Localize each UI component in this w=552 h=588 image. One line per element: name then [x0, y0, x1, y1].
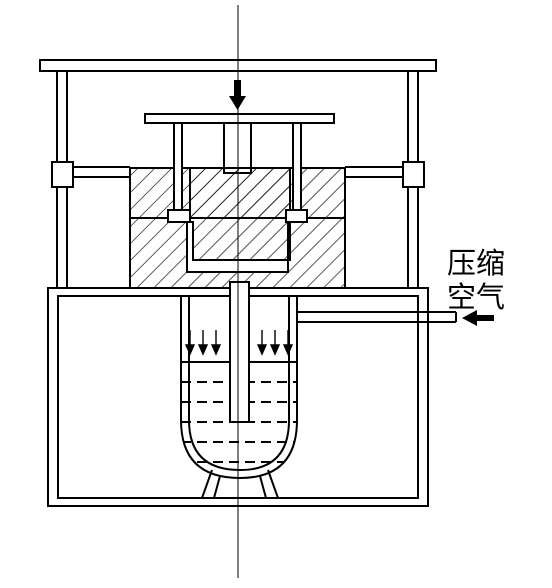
- casting-step-right: [285, 209, 308, 223]
- pressing-plate: [144, 113, 335, 124]
- left-clamp-block: [51, 161, 74, 188]
- compressed-air-label-line1: 压缩: [447, 246, 506, 280]
- casting-step-left: [167, 209, 191, 223]
- melt-vessel: [180, 296, 298, 480]
- compressed-air-label-line2: 空气: [447, 280, 506, 314]
- vessel-supports: [200, 469, 280, 499]
- pressure-arrows: [184, 330, 294, 356]
- left-arrow-icon: [462, 310, 494, 326]
- riser-tube: [229, 281, 250, 423]
- air-inlet-pipe: [297, 311, 457, 323]
- upper-tie-rod: [73, 166, 403, 178]
- right-clamp-block: [402, 161, 425, 188]
- casting-part: [189, 167, 291, 261]
